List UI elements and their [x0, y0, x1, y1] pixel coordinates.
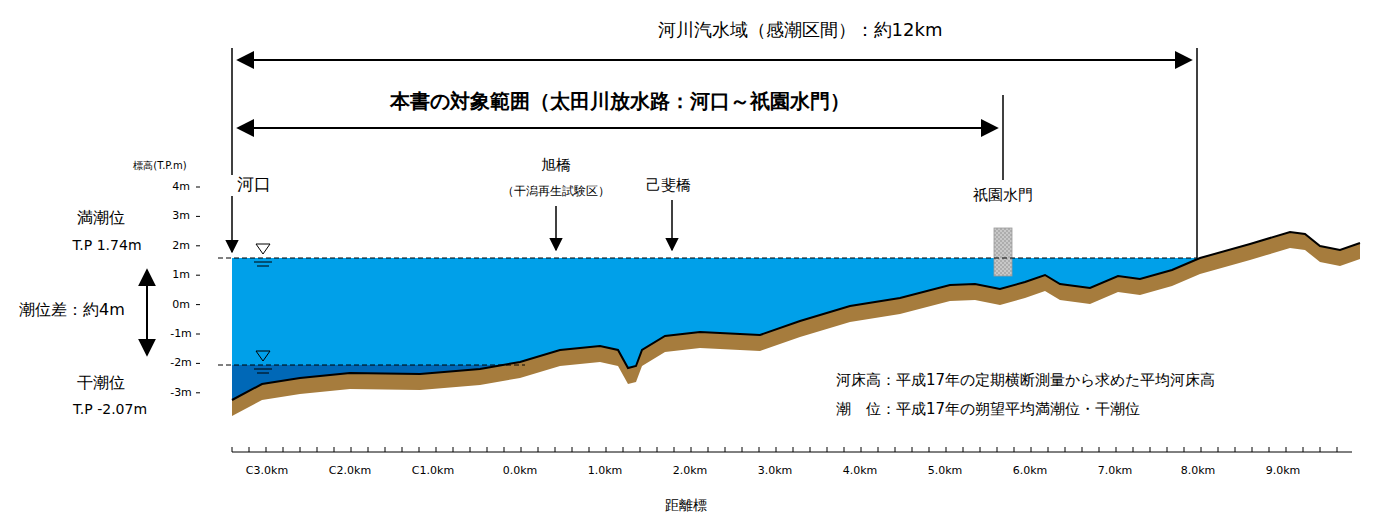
boundary-line [1196, 48, 1198, 258]
riverbed-line [232, 232, 1360, 400]
axis-label: C2.0km [329, 465, 371, 478]
axis-ticks [196, 187, 1337, 452]
place-name: 己斐橋 [646, 177, 691, 194]
axis-label: 7.0km [1098, 465, 1133, 478]
note-text: 河床高：平成17年の定期横断測量から求めた平均河床高 [836, 372, 1215, 389]
axis-value: -1m [170, 328, 192, 341]
axis-label: 6.0km [1013, 465, 1048, 478]
low-water-line [218, 365, 525, 366]
note-text: 潮 位：平成17年の朔望平均満潮位・干潮位 [836, 401, 1140, 418]
tide-value: T.P -2.07m [73, 401, 147, 417]
scope-title: 本書の対象範囲（太田川放水路：河口～祇園水門） [390, 90, 850, 113]
tide-name: 干潮位 [77, 374, 125, 392]
axis-label: 2.0km [673, 465, 708, 478]
axis-label: 8.0km [1181, 465, 1216, 478]
axis-label: C3.0km [246, 465, 288, 478]
axis-label: 4.0km [843, 465, 878, 478]
axis-label: 0.0km [503, 465, 538, 478]
tide-range-arrow [146, 270, 148, 355]
axis-value: 3m [172, 210, 190, 223]
pointer-arrow [231, 196, 233, 252]
axis-value: 2m [172, 239, 190, 252]
axis-value: 4m [172, 181, 190, 194]
axis-label: 1.0km [588, 465, 623, 478]
place-note: （干潟再生試験区） [502, 185, 610, 199]
axis-label: 9.0km [1266, 465, 1301, 478]
axis-label: 3.0km [758, 465, 793, 478]
gate-symbol [994, 228, 1012, 276]
range-arrow [238, 127, 997, 129]
axis-value: 1m [172, 269, 190, 282]
axis-value: 0m [172, 298, 190, 311]
axis-name: 距離標 [665, 497, 707, 513]
place-name: 祇園水門 [973, 187, 1033, 204]
pointer-arrow [671, 200, 673, 250]
axis-label: 5.0km [928, 465, 963, 478]
boundary-line [1002, 95, 1004, 180]
tide-name: 満潮位 [77, 209, 125, 227]
boundary-line [231, 48, 233, 175]
pointer-arrow [555, 206, 557, 250]
axis-label: C1.0km [412, 465, 454, 478]
tide-symbol [254, 244, 272, 373]
range-title: 河川汽水域（感潮区間）：約12km [658, 20, 943, 41]
axis-title: 標高(T.P.m) [133, 160, 186, 172]
tide-value: T.P 1.74m [72, 237, 141, 253]
range-arrow [238, 59, 1191, 61]
place-name: 旭橋 [541, 157, 571, 174]
tide-range: 潮位差：約4m [19, 301, 125, 319]
riverbed [232, 232, 1360, 416]
axis-value: -2m [170, 357, 192, 370]
high-water-line [218, 258, 1197, 259]
axis-value: -3m [170, 386, 192, 399]
place-name: 河口 [237, 175, 271, 195]
